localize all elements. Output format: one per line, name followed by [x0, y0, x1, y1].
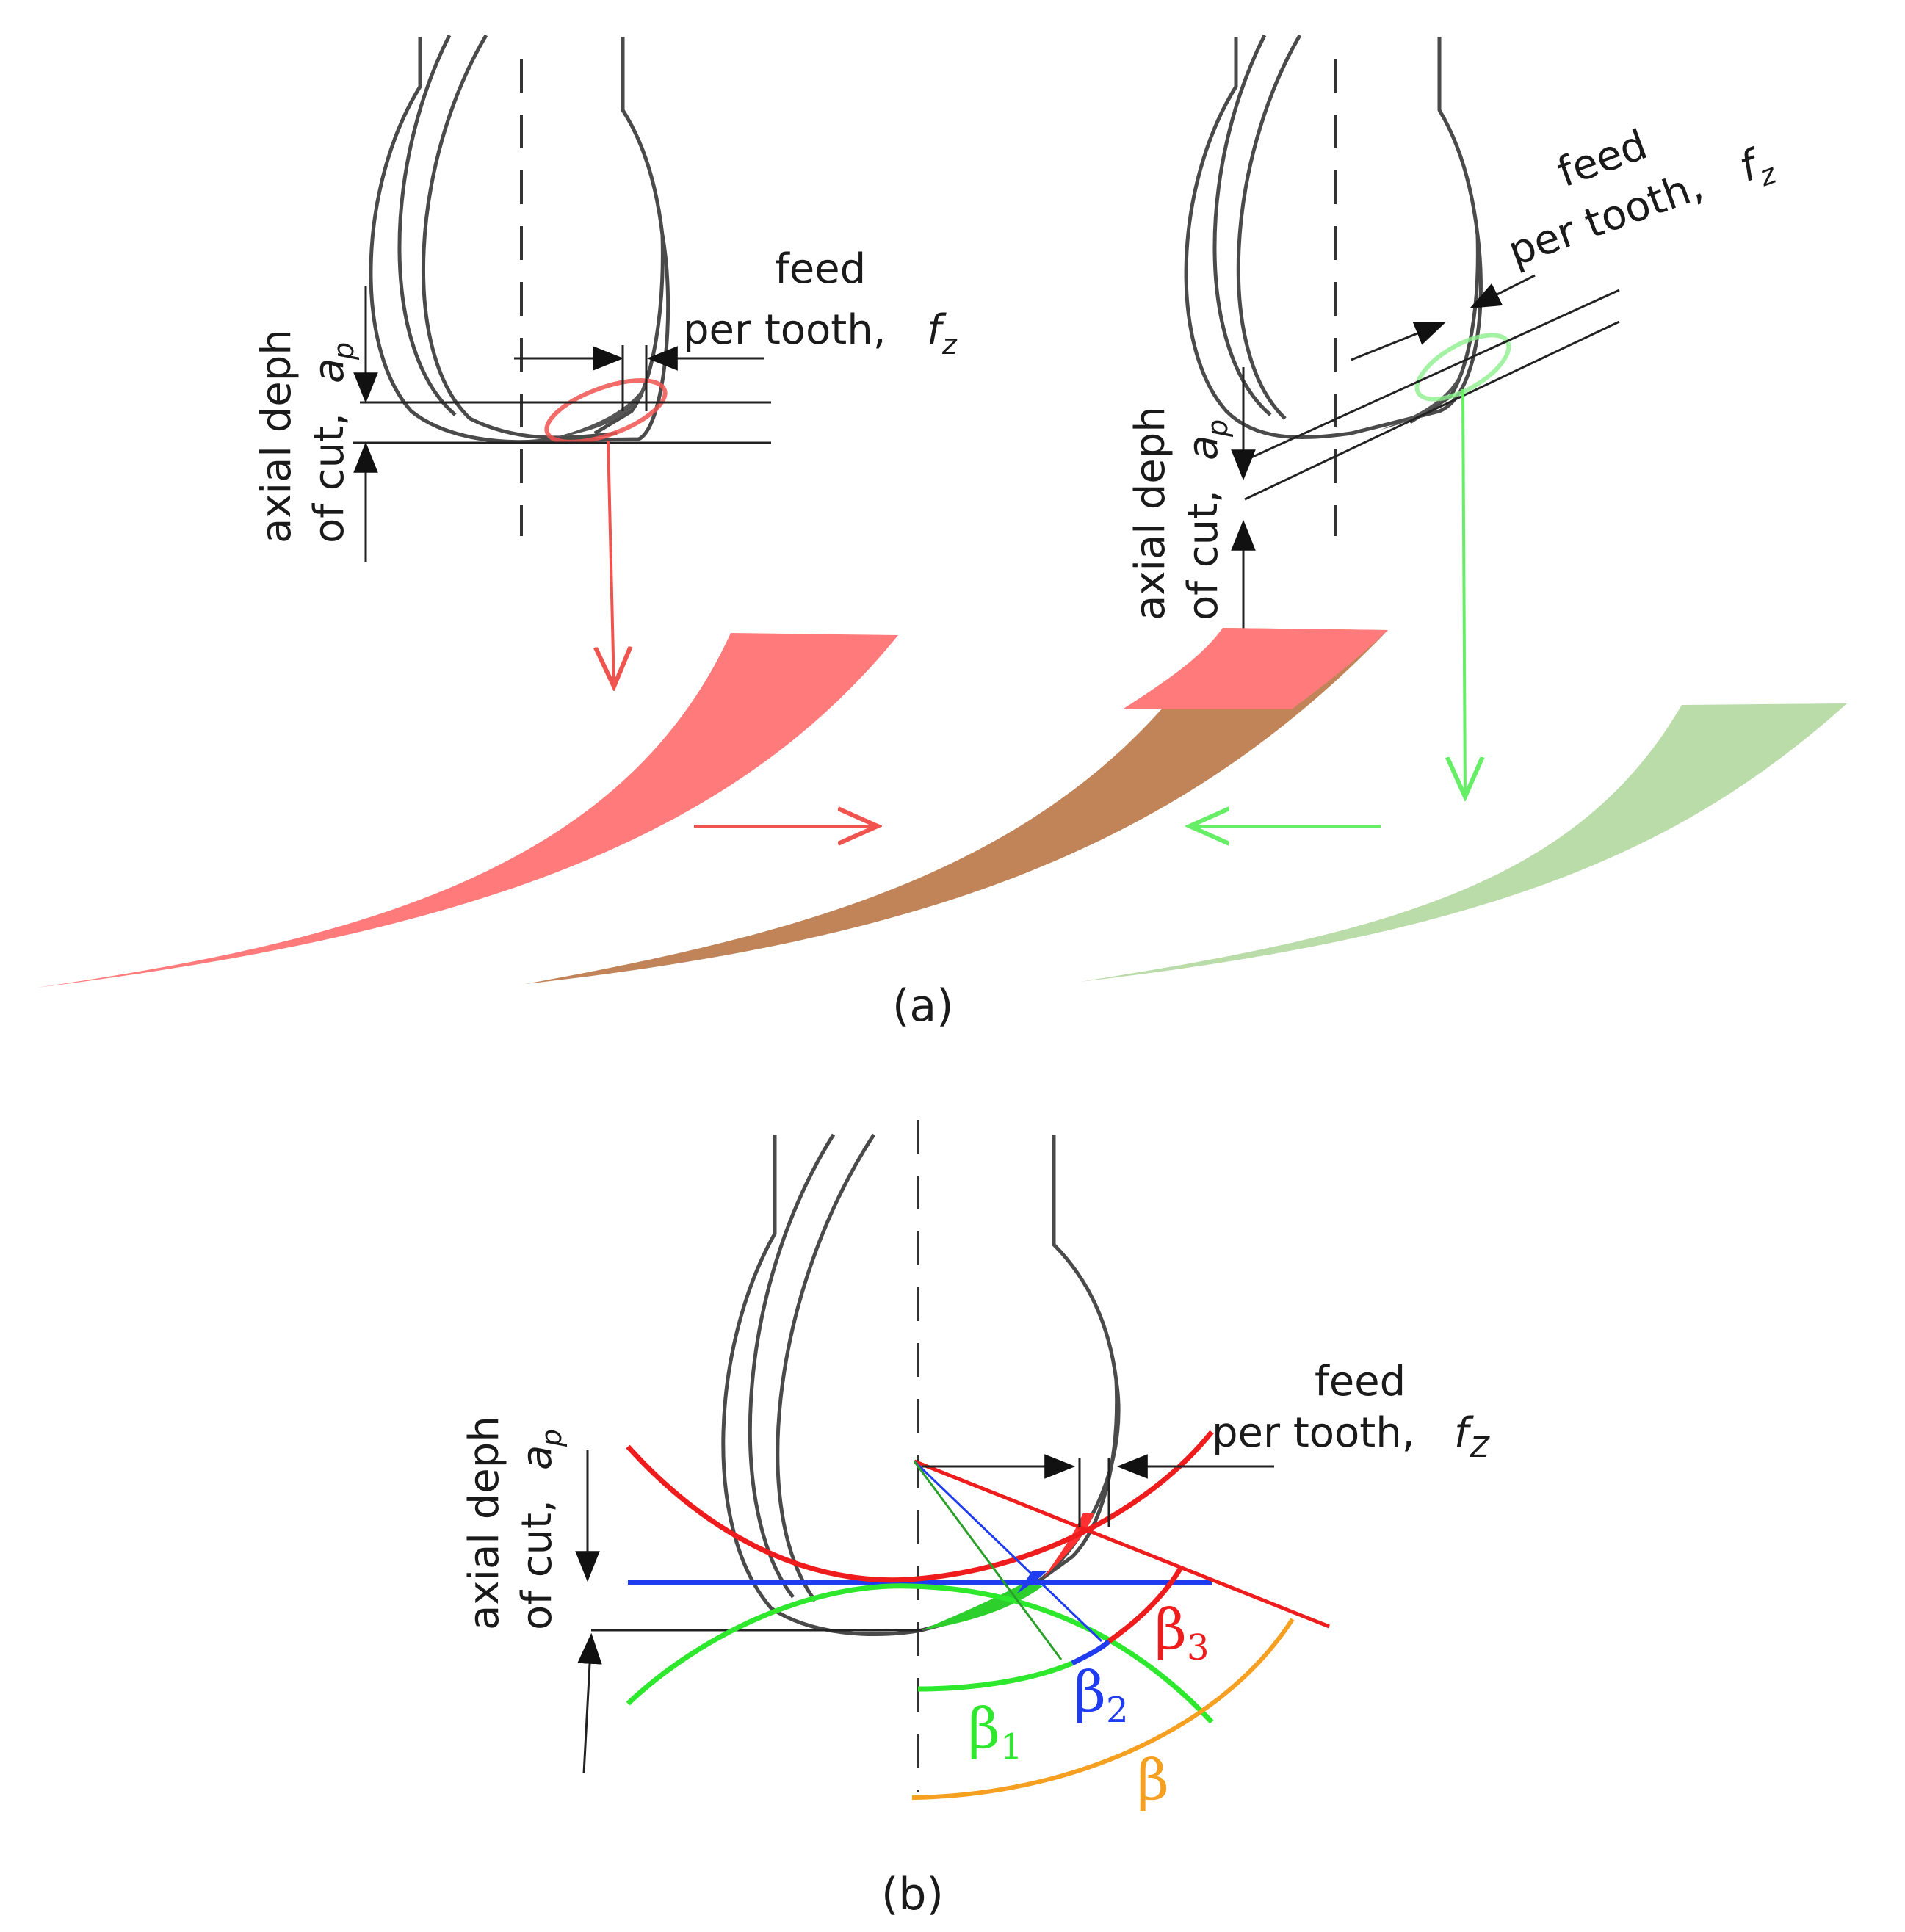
depth-symbol-sub: p: [535, 1429, 568, 1447]
beta3-arc: [1107, 1566, 1184, 1643]
depth-label-line1: axial deph: [460, 1416, 508, 1630]
depth-label: axial deph of cut, a p: [460, 1416, 568, 1630]
chip-shape-combined: [525, 628, 1388, 984]
chip-highlight-ellipse: [544, 378, 668, 444]
flute-line-2: [748, 1133, 836, 1599]
feed-symbol-sub: Z: [1470, 1431, 1490, 1464]
pass-arc-red: [626, 1430, 1214, 1583]
depth-symbol-sub: p: [1201, 419, 1234, 438]
feed-arrow-left: [1351, 322, 1446, 361]
depth-ref-line-top: [1244, 289, 1620, 462]
depth-symbol: a: [306, 358, 353, 383]
red-projection-arrow: [608, 440, 614, 687]
panel-a-left-tool: feed per tooth, f z axial deph of cut, a…: [253, 34, 958, 562]
chip-shape-combined-red-tip: [1124, 628, 1388, 709]
depth-label: axial deph of cut, a p: [253, 329, 360, 543]
feed-label-line1: feed: [775, 245, 866, 293]
flute-line-1: [776, 1133, 876, 1602]
beta2-arc: [1071, 1639, 1111, 1666]
beta1-arc: [917, 1660, 1074, 1692]
beta2-label: β: [1074, 1659, 1106, 1724]
depth-label-line2: of cut,: [1179, 490, 1227, 621]
flute-edge: [1005, 1380, 1119, 1607]
beta1-label: β: [968, 1696, 1000, 1761]
pass-arc-green: [626, 1583, 1214, 1724]
beta-arc: [911, 1618, 1295, 1800]
beta3-label-sub: 3: [1187, 1627, 1210, 1668]
ray-blue: [913, 1460, 1103, 1643]
flute-line-2: [397, 34, 457, 416]
ray-red: [914, 1459, 1330, 1629]
chip-shape-green: [1080, 703, 1847, 982]
feed-label-line2: per tooth,: [683, 306, 886, 354]
chip-section-dark: [1381, 360, 1465, 430]
flute-line-1: [1236, 34, 1302, 420]
depth-ref-line-bottom: [1244, 320, 1620, 501]
feed-label: feed per tooth, f z: [1502, 121, 1781, 276]
depth-symbol: a: [1179, 435, 1227, 460]
chip-section-dark: [547, 382, 646, 439]
green-projection-arrow: [1463, 388, 1465, 797]
panel-b-caption: (b): [881, 1869, 944, 1920]
feed-arrow-right: [1470, 274, 1536, 308]
depth-symbol: a: [513, 1445, 561, 1470]
panel-b: feed per tooth, f Z axial deph of cut, a…: [460, 1120, 1490, 1812]
depth-label-line2: of cut,: [306, 413, 353, 543]
ray-green: [913, 1461, 1063, 1660]
flute-line-2: [1212, 34, 1272, 416]
beta-label: β: [1137, 1747, 1169, 1812]
depth-label-line1: axial deph: [1127, 406, 1174, 621]
depth-symbol-sub: p: [328, 342, 360, 361]
panel-a-right-tool: feed per tooth, f z axial deph of cut, a…: [1127, 34, 1781, 639]
depth-label-line2: of cut,: [513, 1499, 561, 1630]
feed-label-line1: feed: [1315, 1358, 1406, 1405]
panel-a-caption: (a): [892, 980, 954, 1032]
beta3-label: β: [1154, 1596, 1187, 1662]
depth-label-line1: axial deph: [253, 329, 300, 543]
feed-label-line2: per tooth,: [1212, 1409, 1415, 1457]
feed-symbol-sub: z: [941, 328, 958, 361]
ball-end-mill-outline: [1184, 37, 1483, 440]
chip-shape-red: [37, 633, 898, 988]
beta1-label-sub: 1: [1000, 1726, 1023, 1768]
ball-end-mill-outline: [369, 37, 670, 444]
beta2-label-sub: 2: [1106, 1690, 1129, 1731]
depth-arrow-bottom: [577, 1632, 602, 1774]
depth-label: axial deph of cut, a p: [1127, 406, 1234, 621]
